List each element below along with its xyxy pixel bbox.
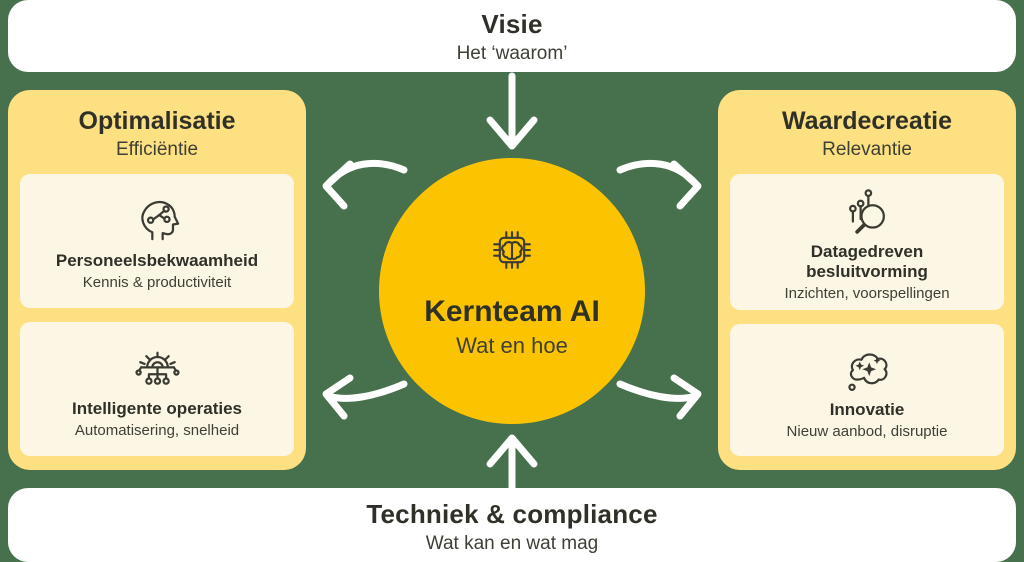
card-subtitle: Nieuw aanbod, disruptie <box>786 423 948 441</box>
card-datagedreven-besluitvorming: Datagedreven besluitvorming Inzichten, v… <box>730 174 1004 311</box>
card-subtitle: Inzichten, voorspellingen <box>784 285 950 303</box>
optimalisatie-panel: Optimalisatie Efficiëntie <box>8 90 306 470</box>
kernteam-subtitle: Wat en hoe <box>456 332 568 358</box>
arrow-right-top-icon <box>616 159 702 210</box>
arrow-up-icon <box>486 434 538 491</box>
visie-bar: Visie Het ‘waarom’ <box>8 0 1016 72</box>
waardecreatie-subtitle: Relevantie <box>822 139 912 160</box>
card-personeelsbekwaamheid: Personeelsbekwaamheid Kennis & productiv… <box>20 174 294 308</box>
arrow-right-bottom-icon <box>616 374 702 420</box>
optimalisatie-title: Optimalisatie <box>78 107 236 135</box>
visie-title: Visie <box>481 9 543 39</box>
magnifier-data-icon <box>840 182 895 237</box>
optimalisatie-subtitle: Efficiëntie <box>115 139 199 160</box>
card-innovatie: Innovatie Nieuw aanbod, disruptie <box>730 324 1004 456</box>
card-title: Personeelsbekwaamheid <box>55 250 259 270</box>
card-title: Innovatie <box>829 400 905 420</box>
card-subtitle: Kennis & productiviteit <box>82 274 232 292</box>
waardecreatie-panel: Waardecreatie Relevantie Datagedrev <box>718 90 1016 470</box>
gear-circuit-icon <box>130 339 185 394</box>
card-title: Intelligente operaties <box>71 398 243 418</box>
chip-brain-icon <box>486 224 538 281</box>
head-circuit-icon <box>130 191 185 246</box>
card-subtitle: Automatisering, snelheid <box>74 422 240 440</box>
waardecreatie-title: Waardecreatie <box>782 107 952 135</box>
thought-sparkles-icon <box>840 340 895 395</box>
techniek-title: Techniek & compliance <box>366 499 658 529</box>
arrow-left-top-icon <box>322 159 408 210</box>
visie-subtitle: Het ‘waarom’ <box>456 43 568 64</box>
kernteam-title: Kernteam AI <box>424 294 600 328</box>
techniek-bar: Techniek & compliance Wat kan en wat mag <box>8 488 1016 562</box>
arrow-left-bottom-icon <box>322 374 408 420</box>
card-title: Datagedreven besluitvorming <box>806 242 928 282</box>
arrow-down-icon <box>486 72 538 150</box>
kernteam-circle: Kernteam AI Wat en hoe <box>379 158 645 424</box>
techniek-subtitle: Wat kan en wat mag <box>425 533 599 554</box>
card-intelligente-operaties: Intelligente operaties Automatisering, s… <box>20 322 294 456</box>
